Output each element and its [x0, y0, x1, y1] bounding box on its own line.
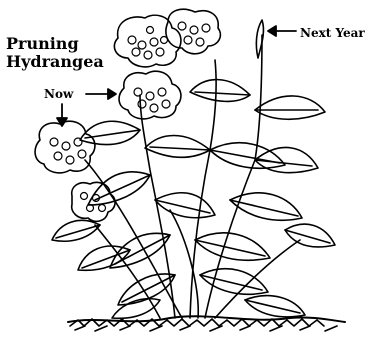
leaves — [52, 80, 335, 319]
flower-cluster-top-left — [114, 15, 181, 67]
title-line-1: Pruning — [6, 36, 79, 52]
flower-cluster-now — [119, 71, 181, 119]
flower-cluster-top-right — [166, 9, 220, 54]
now-label: Now — [44, 88, 73, 100]
next-year-label: Next Year — [300, 27, 365, 39]
soil-line — [68, 316, 345, 331]
now-arrow-down — [57, 104, 67, 126]
stems — [85, 35, 300, 318]
title-line-2: Hydrangea — [6, 54, 104, 70]
next-year-arrow — [268, 26, 296, 36]
now-arrow — [86, 89, 116, 99]
flower-cluster-left — [35, 121, 95, 173]
